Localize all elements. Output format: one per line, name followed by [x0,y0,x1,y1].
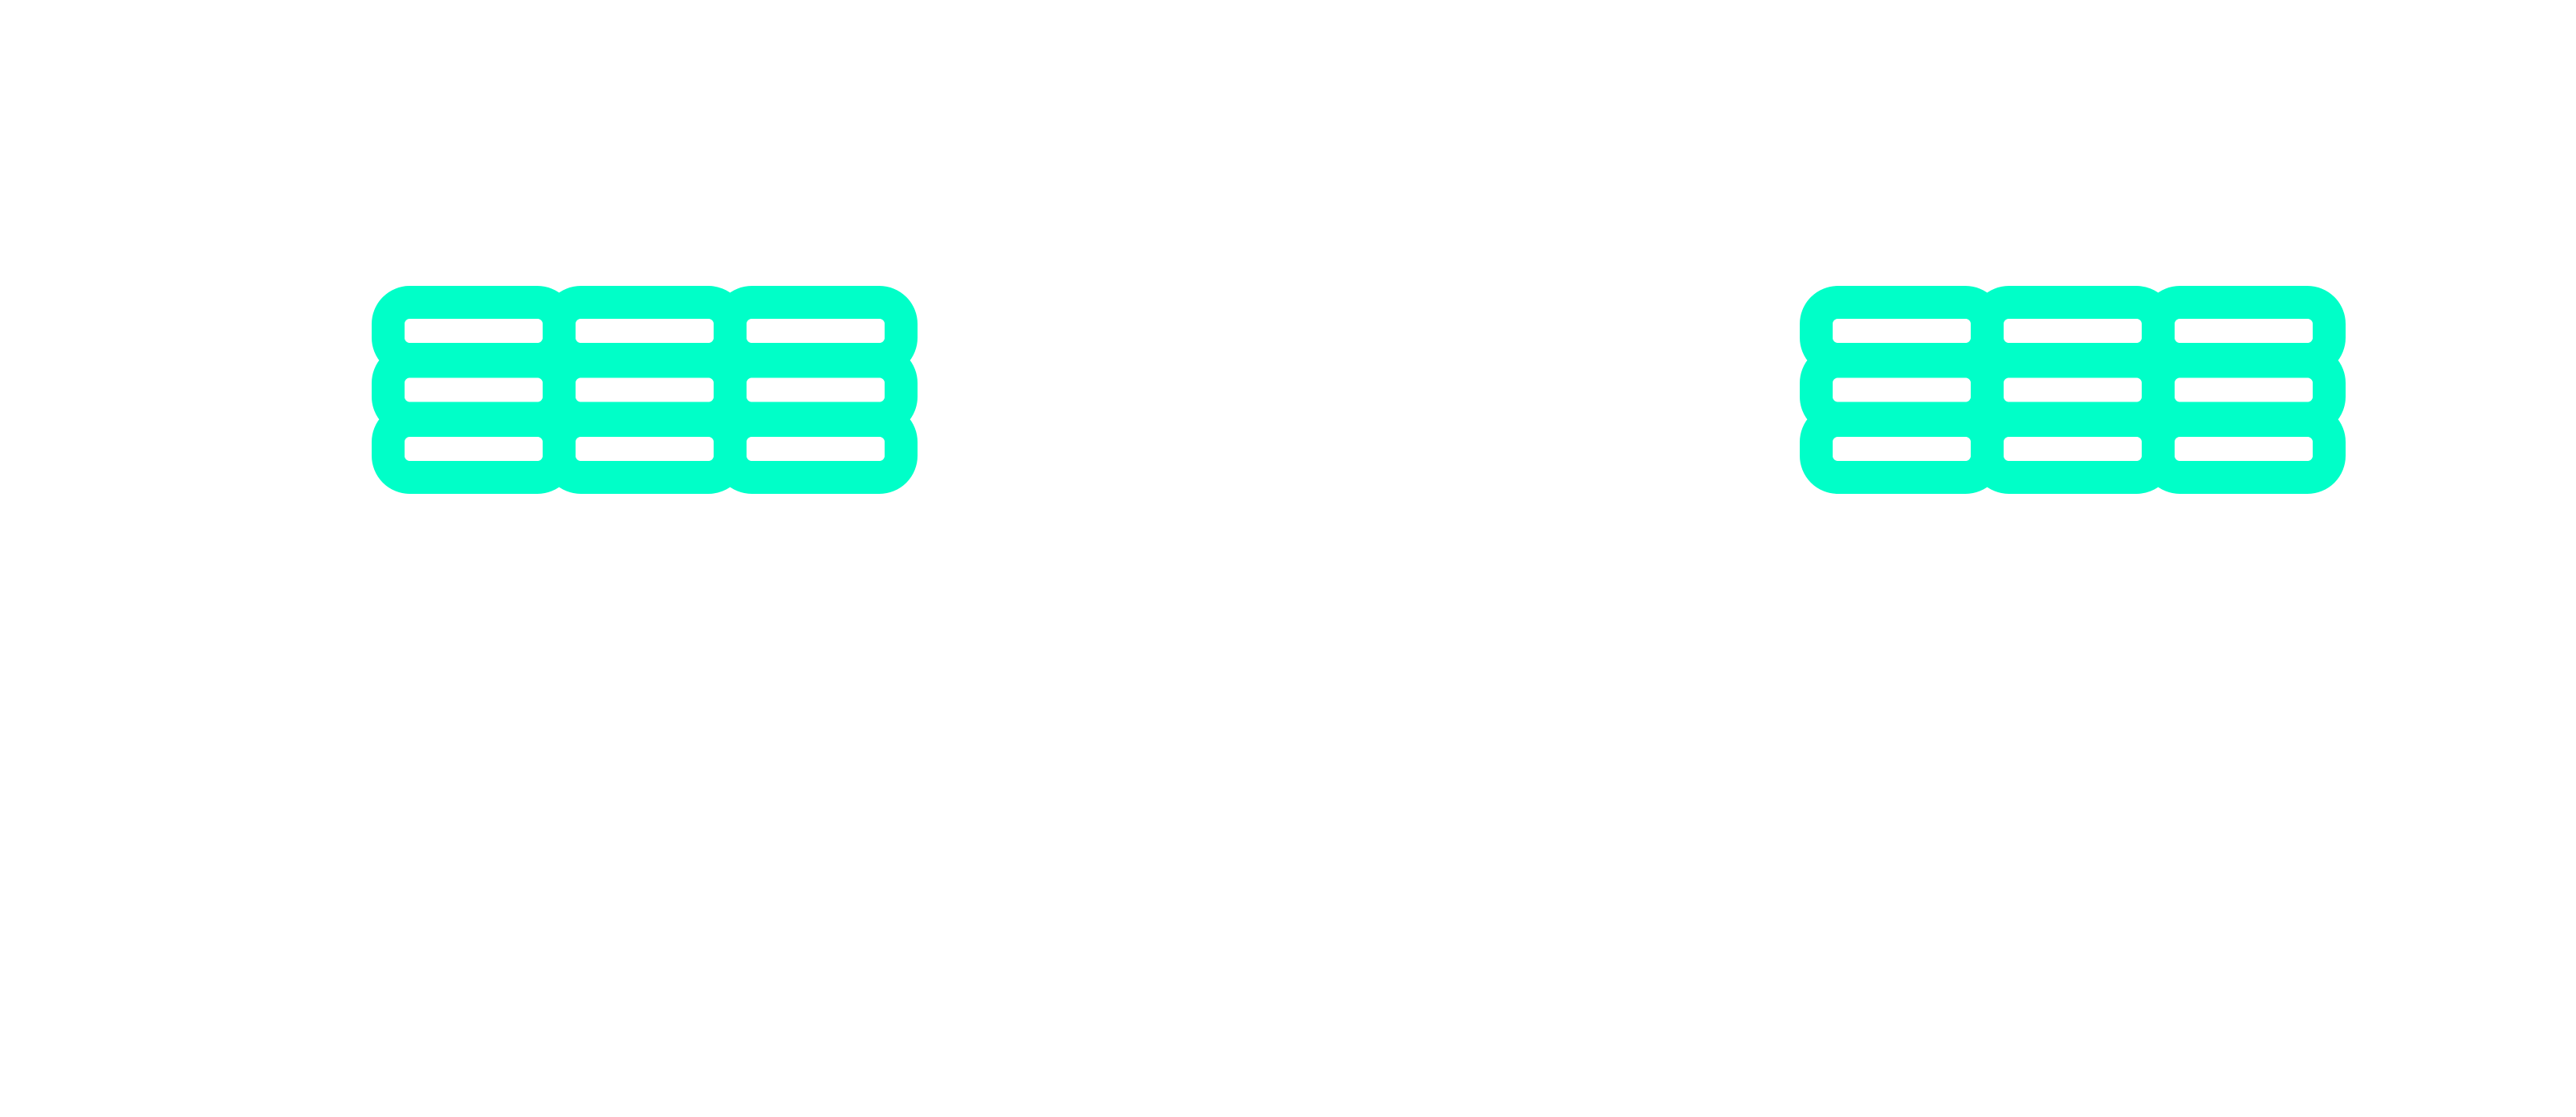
grid-cell [405,437,543,461]
grid-cell [2004,319,2142,343]
grid-cell [1833,319,1971,343]
grid-cell [576,319,714,343]
grid-cell [2004,437,2142,461]
grid-cell-outline [714,404,918,494]
grid-cell [405,377,543,402]
grid-cell [747,437,885,461]
grid-cell [2175,437,2313,461]
grid-cell [405,319,543,343]
grid-cell [2004,377,2142,402]
grid-cell [747,377,885,402]
grid-table-icon [372,286,918,494]
grid-cell [1833,437,1971,461]
grid-cell [2175,377,2313,402]
grid-cell-outline [2142,404,2346,494]
grid-table-icon [1800,286,2346,494]
grid-cell [747,319,885,343]
grid-cell [2175,319,2313,343]
grid-cell [1833,377,1971,402]
grid-cell [576,437,714,461]
grid-cell [576,377,714,402]
